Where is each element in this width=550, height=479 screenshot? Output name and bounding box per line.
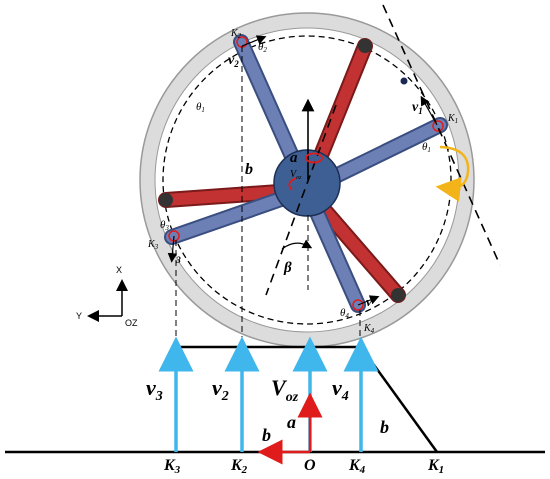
wheel — [139, 12, 475, 348]
label-v2-top: v2 — [228, 53, 239, 69]
beta-arc — [281, 239, 313, 250]
profile-label-b-slope: b — [380, 417, 389, 437]
label-k2: K2 — [230, 28, 242, 40]
hub-rotation-ellipse — [305, 152, 323, 164]
axis-z-label: OZ — [125, 318, 138, 328]
label-theta3: θ3 — [160, 219, 169, 232]
ground-label-k2: K2 — [230, 457, 248, 476]
axis-y-label: Y — [76, 311, 82, 321]
marker-dot — [400, 77, 408, 85]
profile-label-a: a — [287, 412, 296, 432]
label-v3-top: v3 — [170, 249, 181, 265]
label-hub-voz: Voz — [290, 169, 302, 181]
inclined-axis-dashed — [265, 104, 337, 296]
profile-label-b-red: b — [262, 425, 271, 445]
profile-label-v2: v2 — [212, 375, 229, 404]
hub-rotation-arc-left — [288, 177, 297, 191]
label-beta: β — [283, 260, 292, 276]
ground-label-k3: K3 — [163, 457, 181, 476]
tip-pad-left-red — [159, 193, 173, 207]
profile-label-v4: v4 — [332, 375, 349, 404]
v1-arrow — [420, 95, 438, 126]
label-theta2: θ2 — [258, 41, 267, 54]
ground-label-k1: K1 — [427, 457, 444, 476]
axis-x-label: X — [116, 265, 122, 275]
label-v4-top: v — [366, 294, 372, 309]
label-theta1: θ1 — [422, 141, 431, 154]
label-hub-b: b — [245, 161, 253, 178]
rotation-arc-orange — [435, 145, 470, 202]
wheel-labels: K1 K2 K3 K4 v1 v2 v3 v θ1 θ2 θ3 θ4 θ1 β … — [147, 28, 458, 335]
v2-arrow — [241, 35, 267, 47]
tip-pad-upper-right — [358, 39, 372, 53]
velocity-profile: v3 v2 Voz v4 a b b K3 K2 O K4 K1 — [5, 336, 545, 476]
reference-lines — [167, 4, 501, 345]
profile-label-v3: v3 — [146, 375, 163, 404]
label-k1: K1 — [447, 113, 458, 125]
v3-arrow — [167, 235, 178, 263]
ground-label-k4: K4 — [348, 457, 366, 476]
tangent-line-dashed — [382, 4, 501, 266]
profile-label-voz: Voz — [271, 375, 299, 405]
label-k4: K4 — [363, 323, 375, 335]
label-v1: v1 — [412, 100, 423, 116]
contact-k4 — [352, 299, 364, 311]
label-theta4: θ4 — [340, 307, 349, 320]
label-hub-a: a — [290, 150, 298, 166]
ground-label-o: O — [304, 457, 316, 474]
label-k3: K3 — [147, 239, 159, 251]
contact-k1 — [432, 120, 444, 132]
v4-arrow — [357, 295, 380, 306]
tip-pad-lower-right-red — [391, 288, 405, 302]
label-theta-left: θ1 — [196, 101, 205, 114]
axes-indicator: X Y OZ — [76, 265, 138, 328]
